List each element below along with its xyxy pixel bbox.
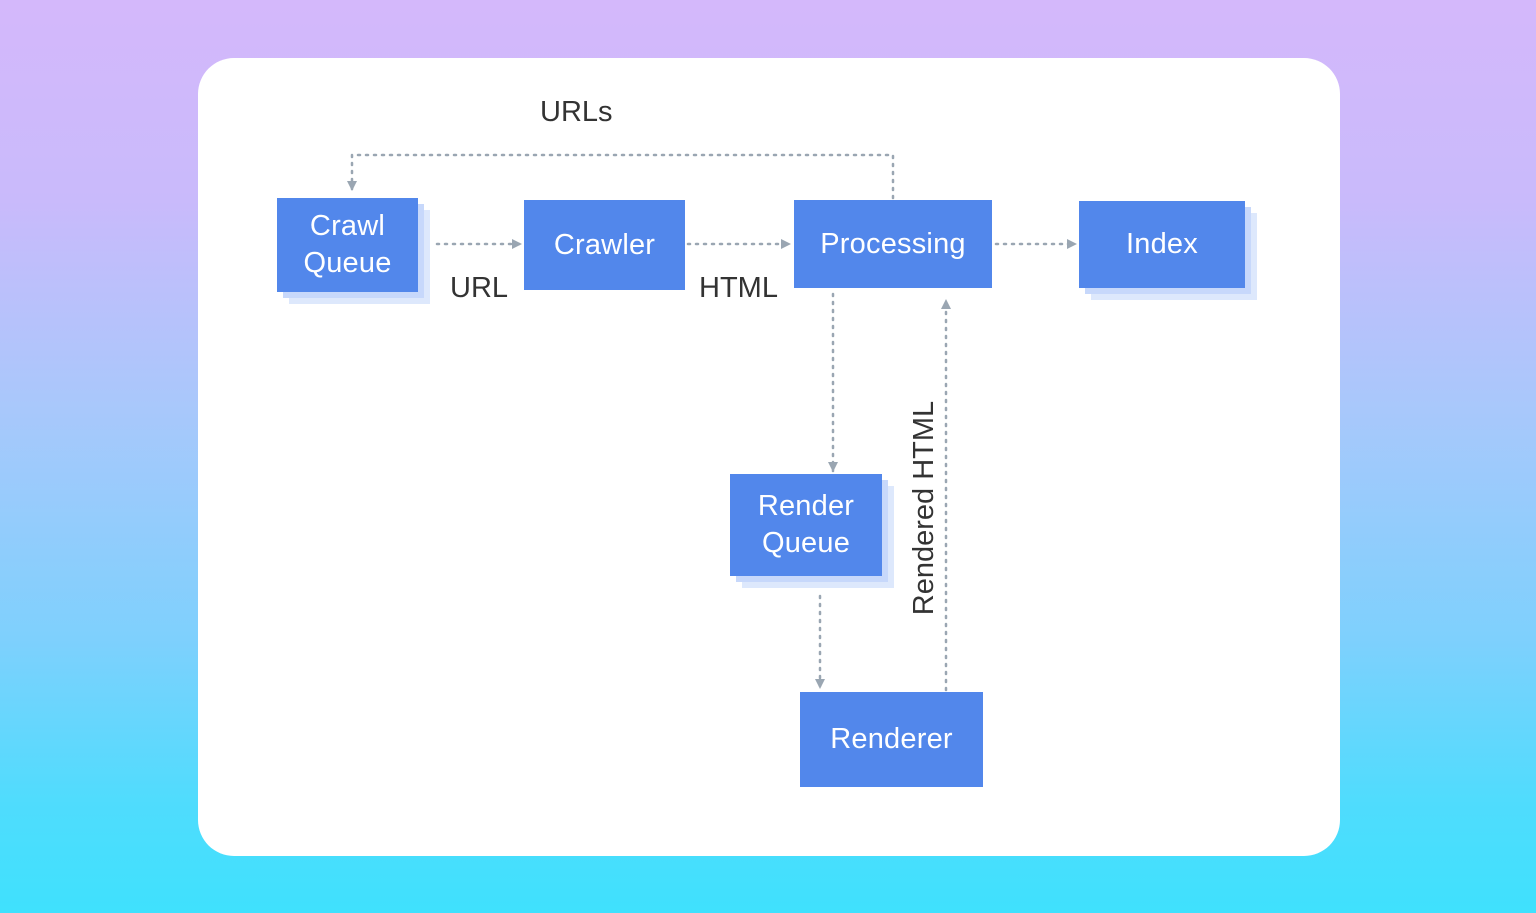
url-edge-label: URL (450, 272, 509, 304)
renderer-label: Renderer (830, 723, 953, 755)
crawl-queue-node: Crawl Queue (277, 198, 418, 292)
index-label: Index (1126, 228, 1198, 260)
render-queue-label: Render Queue (757, 490, 855, 559)
html-edge-label: HTML (699, 272, 778, 304)
renderer-node: Renderer (800, 692, 983, 787)
urls-edge-label: URLs (540, 96, 613, 128)
crawler-node: Crawler (524, 200, 685, 290)
diagram-card (198, 58, 1340, 856)
crawler-label: Crawler (553, 228, 656, 261)
index-node: Index (1079, 201, 1245, 288)
processing-label: Processing (820, 227, 966, 260)
rendered-html-edge-label: Rendered HTML (908, 400, 940, 616)
render-queue-node: Render Queue (730, 474, 882, 576)
processing-node: Processing (794, 200, 992, 288)
crawl-queue-label: Crawl Queue (303, 210, 392, 279)
